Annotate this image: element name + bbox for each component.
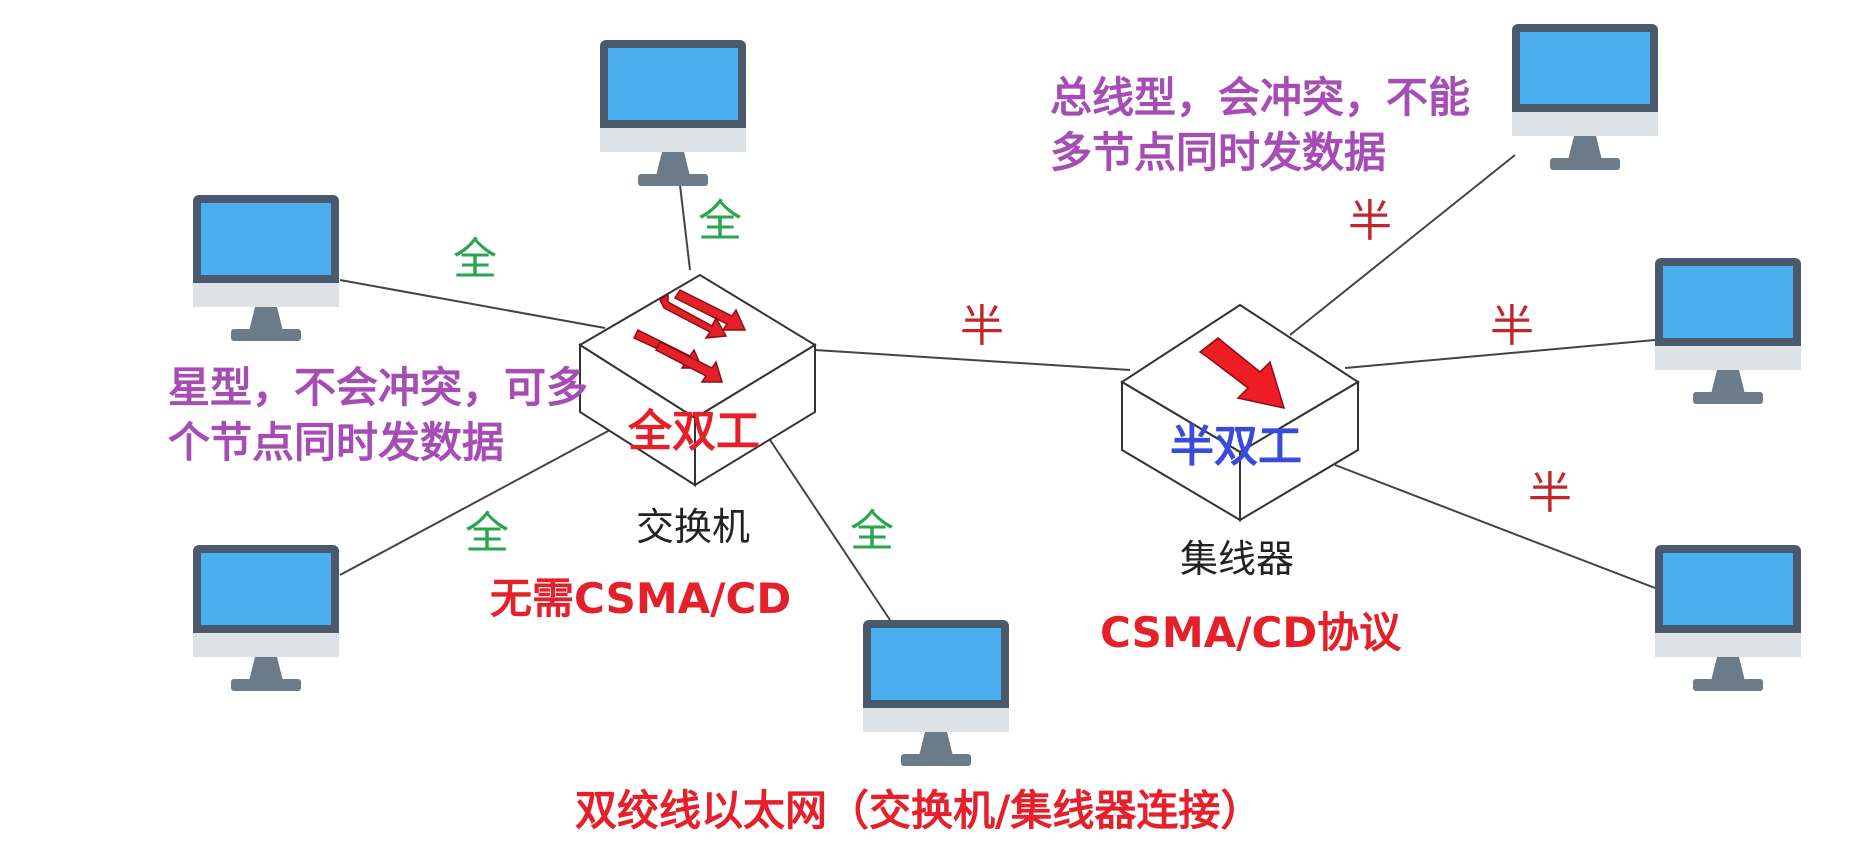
switch-description: 星型，不会冲突，可多个节点同时发数据 <box>168 363 589 468</box>
switch-box <box>578 273 817 487</box>
link-mark-switch-left-top: 全 <box>453 234 497 285</box>
link-trunk <box>814 349 1131 371</box>
link-switch-left-bottom <box>339 429 611 576</box>
links <box>339 154 1656 621</box>
hub-protocol-note: CSMA/CD协议 <box>1100 608 1402 657</box>
computer-hub-right-top <box>1512 24 1658 170</box>
switch-protocol-note: 无需CSMA/CD <box>490 574 792 623</box>
link-switch-left-top <box>339 279 606 329</box>
computer-hub-right-middle <box>1655 258 1801 404</box>
switch-mode-label: 全双工 <box>628 406 760 457</box>
link-hub-right-top <box>1289 154 1516 336</box>
link-mark-switch-bottom: 全 <box>850 506 894 557</box>
link-mark-trunk: 半 <box>960 301 1004 352</box>
hub-mode-label: 半双工 <box>1170 421 1302 472</box>
link-mark-hub-right-middle: 半 <box>1490 301 1534 352</box>
link-switch-top <box>679 184 691 271</box>
switch-device-name: 交换机 <box>636 505 751 549</box>
hub-box <box>1120 303 1360 522</box>
link-mark-hub-right-bottom: 半 <box>1528 468 1572 519</box>
computer-switch-left-bottom <box>193 545 339 691</box>
hub-device-name: 集线器 <box>1180 537 1295 581</box>
link-hub-right-middle <box>1344 339 1656 369</box>
computer-switch-bottom <box>863 620 1009 766</box>
hub-arrow-icon <box>1198 337 1286 410</box>
computer-switch-top <box>600 40 746 186</box>
link-mark-switch-left-bottom: 全 <box>465 508 509 559</box>
computer-switch-left-top <box>193 195 339 341</box>
link-hub-right-bottom <box>1334 464 1656 589</box>
link-mark-switch-top: 全 <box>698 196 742 247</box>
footer-caption: 双绞线以太网（交换机/集线器连接） <box>575 786 1263 835</box>
link-switch-bottom <box>769 439 891 621</box>
hub-description: 总线型，会冲突，不能多节点同时发数据 <box>1050 73 1471 178</box>
link-mark-hub-right-top: 半 <box>1348 196 1392 247</box>
switch-arrows-icon <box>632 289 747 383</box>
computer-hub-right-bottom <box>1655 545 1801 691</box>
